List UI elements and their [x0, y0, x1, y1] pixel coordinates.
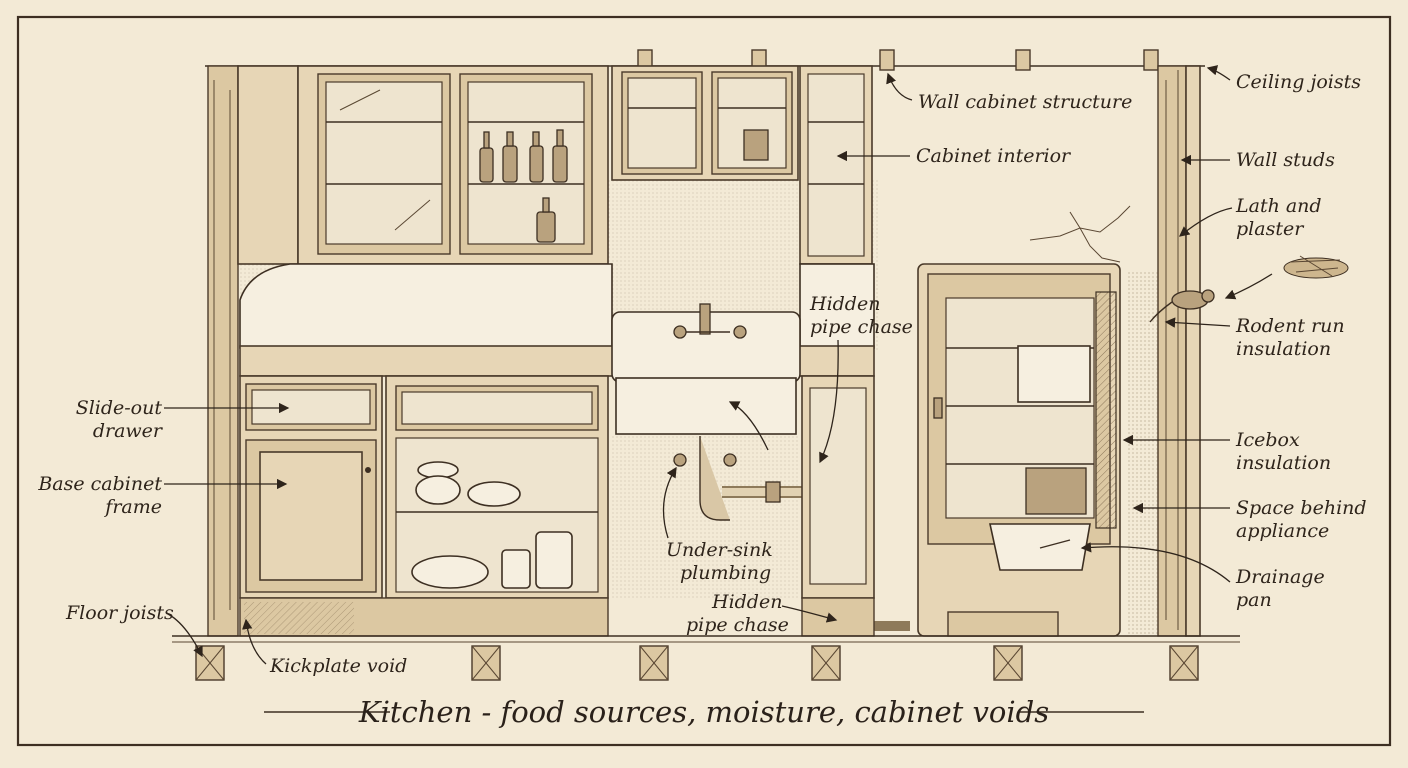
- backsplash: [239, 263, 613, 349]
- label-hidden-pipe-chase-bottom-line2: pipe chase: [686, 614, 789, 636]
- floor-structure: [172, 635, 1240, 681]
- label-slide-out-line1: Slide-out: [76, 397, 163, 419]
- left-wall-stud: [207, 65, 239, 637]
- frame-border: [16, 15, 1392, 747]
- right-wall-studs: [1128, 65, 1201, 637]
- label-icebox-insulation-line2: insulation: [1236, 452, 1331, 474]
- label-lath-plaster-line1: Lath and: [1235, 195, 1322, 217]
- rodent-icon: [1149, 289, 1215, 323]
- label-rodent-run-line2: insulation: [1236, 338, 1331, 360]
- bottles: [479, 129, 568, 243]
- label-hidden-pipe-chase-top-line1: Hidden: [809, 293, 880, 315]
- icebox: [917, 263, 1121, 637]
- label-floor-joists: Floor joists: [65, 602, 174, 624]
- pipe-chase-cabinet: [801, 375, 875, 637]
- label-hidden-pipe-chase-top-line2: pipe chase: [810, 316, 913, 338]
- label-base-cabinet-line2: frame: [103, 496, 162, 518]
- label-drainage-pan-line2: pan: [1236, 589, 1272, 611]
- base-cabinet-left: [239, 375, 383, 599]
- upper-cabinet-middle: [611, 65, 799, 181]
- label-space-behind-line2: appliance: [1236, 520, 1329, 542]
- label-lath-plaster-line2: plaster: [1236, 218, 1305, 240]
- upper-cabinet-right: [799, 65, 873, 265]
- label-rodent-run-line1: Rodent run: [1235, 315, 1345, 337]
- sink: [611, 303, 801, 435]
- label-icebox-insulation-line1: Icebox: [1235, 429, 1300, 451]
- label-under-sink-line1: Under-sink: [666, 539, 773, 561]
- nest: [1283, 255, 1349, 279]
- label-slide-out-line2: drawer: [93, 420, 164, 442]
- diagram-caption: Kitchen - food sources, moisture, cabine…: [358, 695, 1049, 729]
- label-hidden-pipe-chase-bottom-line1: Hidden: [711, 591, 782, 613]
- leader-lines: [164, 65, 1273, 665]
- label-kickplate-void: Kickplate void: [269, 655, 407, 677]
- label-wall-studs: Wall studs: [1236, 149, 1335, 171]
- base-cabinet-middle: [385, 375, 609, 599]
- label-wall-cabinet-structure: Wall cabinet structure: [918, 91, 1132, 113]
- label-ceiling-joists: Ceiling joists: [1236, 71, 1361, 93]
- kickplate-void-hatch: [244, 602, 354, 634]
- label-space-behind-line1: Space behind: [1236, 497, 1367, 519]
- label-under-sink-line2: plumbing: [680, 562, 771, 584]
- label-base-cabinet-line1: Base cabinet: [37, 473, 162, 495]
- label-drainage-pan-line1: Drainage: [1235, 566, 1325, 588]
- wall-crack: [1029, 205, 1131, 263]
- label-cabinet-interior: Cabinet interior: [916, 145, 1072, 167]
